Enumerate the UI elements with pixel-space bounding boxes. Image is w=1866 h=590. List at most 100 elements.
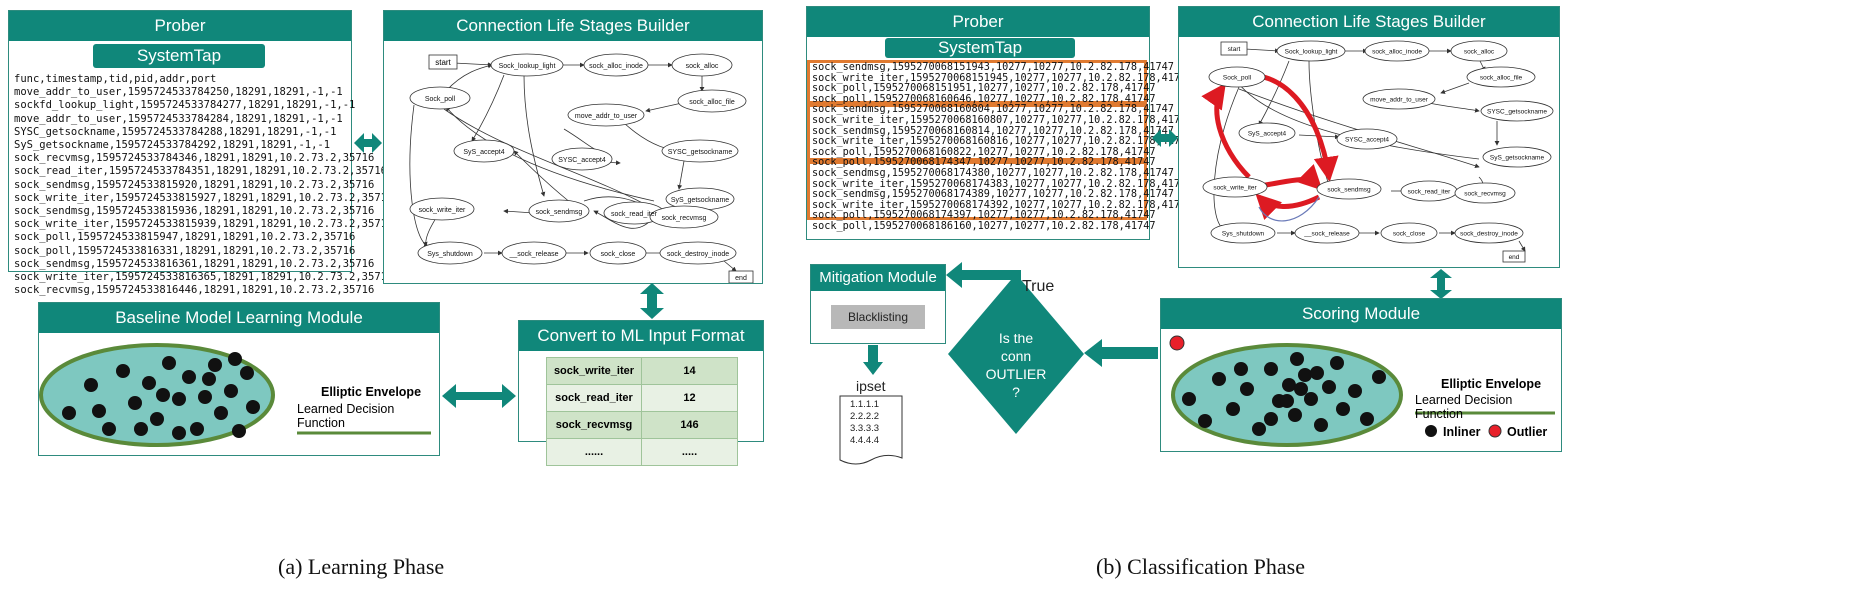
inlier-point [1282, 378, 1296, 392]
node-close: sock_close [601, 251, 636, 258]
prober-panel-classification: Prober SystemTap sock_sendmsg,1595270068… [806, 6, 1192, 240]
arrow-builder-convert [640, 283, 664, 319]
outlier-point [1169, 335, 1185, 351]
inlier-point [1264, 412, 1278, 426]
inlier-point [1304, 392, 1318, 406]
trace-line: sock_recvmsg,1595724533784346,18291,1829… [14, 152, 375, 165]
trace-line: sock_sendmsg,1595724533815920,18291,1829… [14, 178, 375, 191]
svg-text:start: start [1228, 46, 1241, 53]
decision-line3: OUTLIER [985, 366, 1047, 382]
svg-text:SyS_getsockname: SyS_getsockname [1490, 155, 1545, 162]
prober-title: Prober [807, 7, 1149, 37]
inlier-point [1212, 372, 1226, 386]
builder-panel-learning: Connection Life Stages Builder [383, 10, 763, 284]
trace-line: sock_write_iter,1595270068160816,10277,1… [812, 136, 1193, 148]
inlier-point [62, 406, 76, 420]
svg-text:sock_destroy_inode: sock_destroy_inode [1460, 231, 1518, 238]
arrow-prober-builder-b [1152, 129, 1178, 147]
node-sysc-gsn: SYSC_getsockname [668, 149, 733, 156]
inlier-point [1348, 384, 1362, 398]
svg-text:SyS_accept4: SyS_accept4 [1248, 131, 1287, 138]
node-shutdown: Sys_shutdown [427, 251, 473, 258]
legend-inliner-dot [1425, 425, 1437, 437]
inlier-point [116, 364, 130, 378]
svg-text:Sock_lookup_light: Sock_lookup_light [1285, 49, 1338, 56]
envelope-label: Elliptic Envelope [1441, 377, 1542, 391]
inlier-point [128, 396, 142, 410]
caption-learning: (a) Learning Phase [278, 554, 445, 579]
svg-text:sock_alloc_inode: sock_alloc_inode [1372, 49, 1422, 56]
inlier-point [208, 358, 222, 372]
inlier-point [246, 400, 260, 414]
svg-text:sock_alloc_file: sock_alloc_file [1480, 75, 1523, 82]
inlier-point [172, 392, 186, 406]
inlier-point [214, 406, 228, 420]
state-graph: start Sock_lookup_light sock_alloc_inode [409, 53, 754, 283]
inlier-point [1314, 418, 1328, 432]
table-row: ........... [546, 438, 738, 466]
inlier-point [1198, 414, 1212, 428]
ipset-document [839, 395, 903, 465]
trace-line: SyS_getsockname,1595724533784292,18291,1… [14, 139, 331, 152]
decision-line2: conn [1000, 348, 1032, 364]
inlier-point [190, 422, 204, 436]
trace-line: sock_write_iter,1595270068151945,10277,1… [812, 72, 1193, 84]
inlier-point [1310, 366, 1324, 380]
inlier-point [102, 422, 116, 436]
node-file: sock_alloc_file [689, 99, 735, 106]
node-start: start [435, 58, 451, 67]
highlight-box-1 [807, 60, 1147, 104]
trace-line: sock_write_iter,1595270068174392,10277,1… [812, 199, 1193, 211]
prober-title: Prober [9, 11, 351, 41]
inlier-point [232, 424, 246, 438]
trace-line: sock_poll,1595270068160822,10277,10277,1… [812, 146, 1156, 158]
inlier-point [1234, 362, 1248, 376]
baseline-panel: Baseline Model Learning Module Elliptic … [38, 302, 440, 456]
trace-line: sock_write_iter,1595724533816365,18291,1… [14, 271, 394, 284]
svg-text:SYSC_accept4: SYSC_accept4 [1345, 137, 1389, 144]
trace-line: sockfd_lookup_light,1595724533784277,182… [14, 99, 356, 112]
trace-line: sock_sendmsg,1595724533815936,18291,1829… [14, 205, 375, 218]
svg-text:sock_close: sock_close [1393, 231, 1426, 238]
svg-text:sock_sendmsg: sock_sendmsg [1327, 187, 1371, 194]
inlier-point [1360, 412, 1374, 426]
arrow-prober-builder [354, 133, 382, 153]
scoring-panel: Scoring Module Elliptic Envelope Learned… [1160, 298, 1562, 452]
trace-line: sock_recvmsg,1595724533816446,18291,1829… [14, 284, 375, 297]
svg-text:sock_write_iter: sock_write_iter [1213, 185, 1257, 192]
inlier-point [202, 372, 216, 386]
inlier-point [1294, 382, 1308, 396]
trace-line: sock_poll,1595270068174397,10277,10277,1… [812, 210, 1156, 222]
trace-line: sock_poll,1595724533815947,18291,18291,1… [14, 231, 356, 244]
legend-inliner: Inliner [1443, 425, 1481, 439]
decision-line4: ? [1012, 384, 1020, 400]
true-label: True [1022, 278, 1055, 295]
inlier-point [172, 426, 186, 440]
arrow-mitigation-ipset [863, 345, 883, 375]
mitigation-panel: Mitigation Module Blacklisting [810, 264, 946, 344]
inlier-point [156, 388, 170, 402]
svg-text:sock_alloc: sock_alloc [1464, 49, 1495, 56]
node-send: sock_sendmsg [536, 209, 583, 216]
svg-text:end: end [1509, 254, 1520, 261]
trace-line: sock_read_iter,1595724533784351,18291,18… [14, 165, 387, 178]
node-destroy: sock_destroy_inode [667, 251, 729, 258]
prober-panel-learning: Prober SystemTap func,timestamp,tid,pid,… [8, 10, 393, 296]
inlier-point [228, 352, 242, 366]
arrow-decision-mitigation [946, 262, 1021, 334]
svg-text:Sys_shutdown: Sys_shutdown [1222, 231, 1265, 238]
systemtap-label: SystemTap [885, 38, 1075, 58]
state-graph-highlighted: start Sock_lookup_light sock_alloc_inode… [1201, 40, 1554, 263]
node-write: sock_write_iter [419, 207, 466, 214]
node-move: move_addr_to_user [575, 113, 638, 120]
inlier-point [198, 390, 212, 404]
inlier-point [134, 422, 148, 436]
svg-text:sock_recvmsg: sock_recvmsg [1464, 191, 1506, 198]
trace-line: sock_poll,1595270068160646,10277,10277,1… [812, 93, 1156, 105]
node-poll: Sock_poll [425, 96, 456, 103]
trace-line: sock_write_iter,1595724533815939,18291,1… [14, 218, 394, 231]
trace-line: sock_sendmsg,1595270068174380,10277,1027… [812, 167, 1174, 179]
